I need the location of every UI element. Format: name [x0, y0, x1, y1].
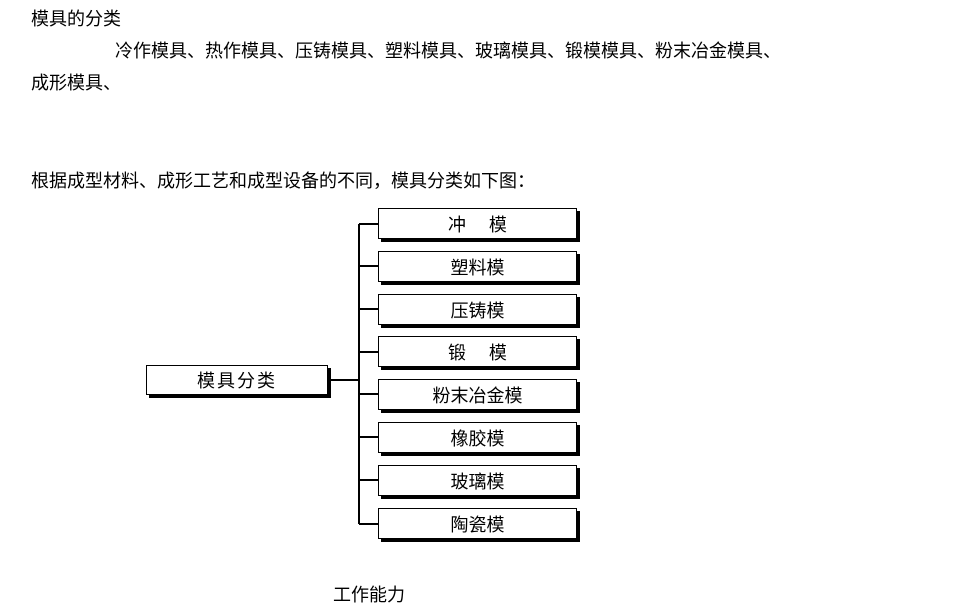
leaf-node-stamping-die: 冲 模 — [378, 208, 577, 239]
leaf-node-forging-die: 锻 模 — [378, 336, 577, 367]
leaf-node-rubber-mold: 橡胶模 — [378, 422, 577, 453]
root-node-mold-classification: 模具分类 — [146, 365, 328, 395]
section-heading: 模具的分类 — [31, 9, 121, 30]
classification-intro-text: 根据成型材料、成形工艺和成型设备的不同，模具分类如下图： — [31, 171, 535, 192]
mold-types-paragraph-line-1: 冷作模具、热作模具、压铸模具、塑料模具、玻璃模具、锻模模具、粉末冶金模具、 — [115, 41, 781, 62]
mold-types-paragraph-line-2: 成形模具、 — [31, 73, 121, 94]
leaf-node-plastic-mold: 塑料模 — [378, 251, 577, 282]
leaf-node-die-casting-mold: 压铸模 — [378, 294, 577, 325]
truncated-bottom-text: 工作能力 — [333, 585, 405, 606]
leaf-node-glass-mold: 玻璃模 — [378, 465, 577, 496]
leaf-node-ceramic-mold: 陶瓷模 — [378, 508, 577, 539]
leaf-node-powder-metallurgy-mold: 粉末冶金模 — [378, 379, 577, 410]
